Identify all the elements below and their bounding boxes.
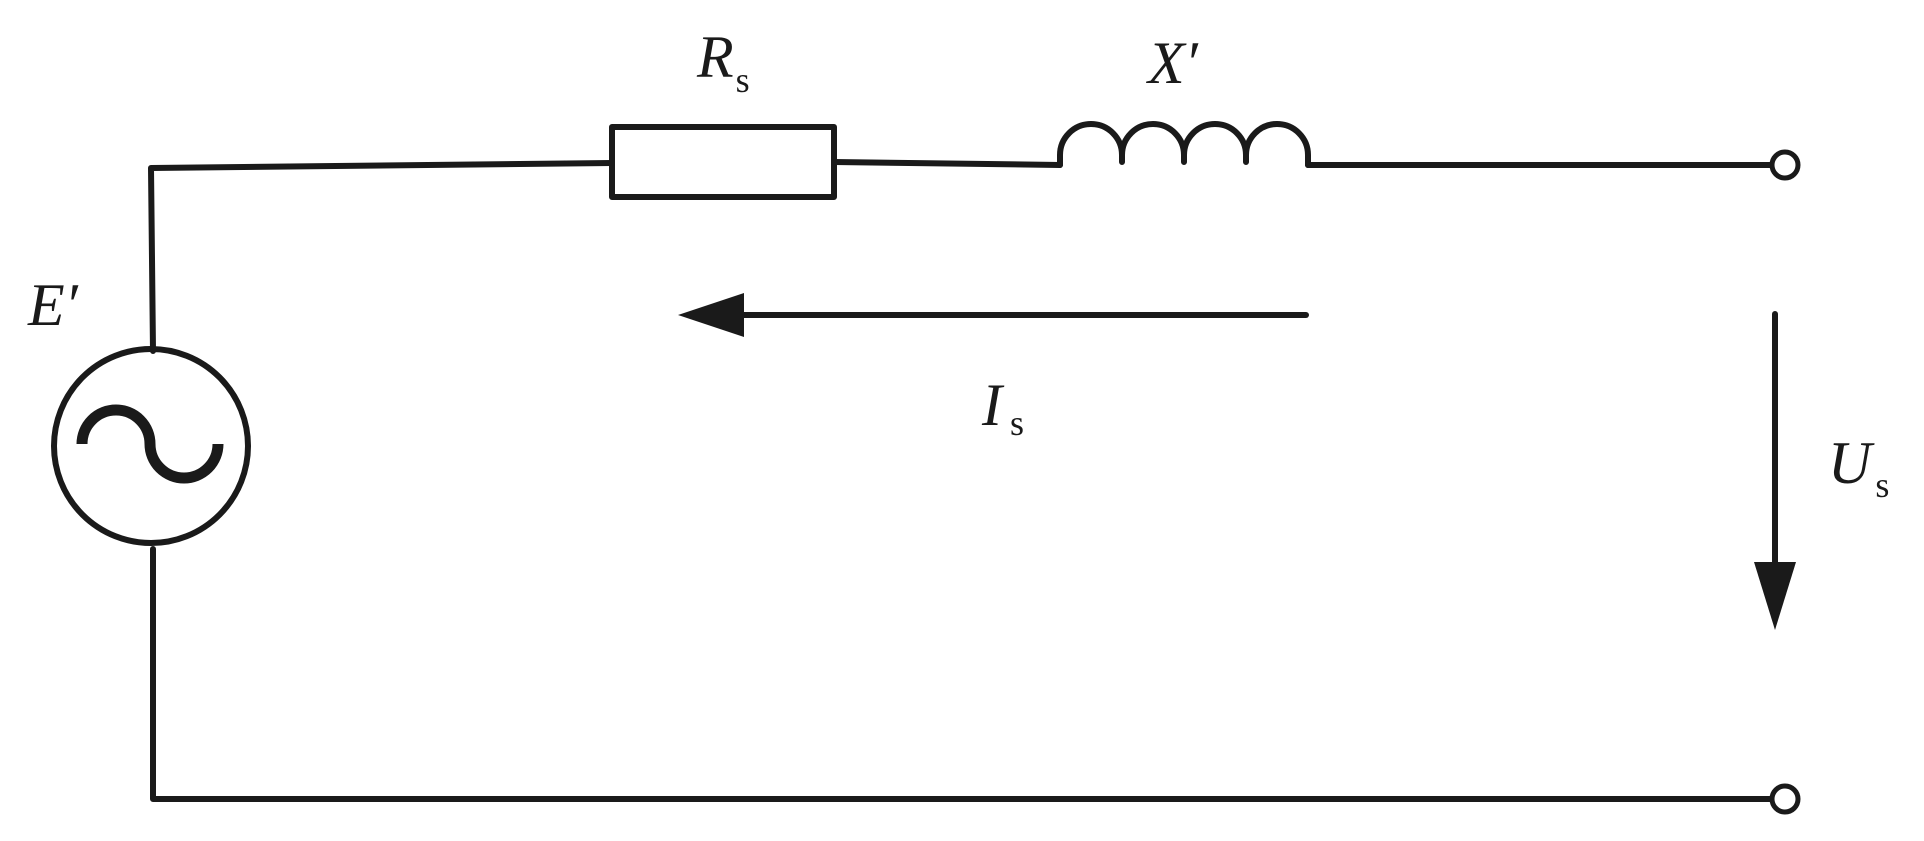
current-label-main: I — [981, 372, 1005, 438]
voltage-label-sub: s — [1875, 465, 1889, 505]
wire-top-middle — [831, 159, 1063, 168]
ac-voltage-source-icon — [51, 346, 251, 546]
current-label-sub: s — [1010, 403, 1024, 443]
arrow-left-icon — [678, 293, 744, 337]
terminal-bottom-icon — [1769, 783, 1801, 815]
source-label: E′ — [27, 272, 79, 338]
resistor-label-main: R — [696, 24, 734, 90]
inductor-label: X′ — [1146, 30, 1199, 96]
wire-top-left — [148, 160, 615, 354]
terminal-top-icon — [1769, 149, 1801, 181]
voltage-label-main: U — [1828, 430, 1875, 496]
resistor-label-sub: s — [736, 60, 750, 100]
resistor-label: Rs — [696, 24, 750, 100]
resistor-icon — [609, 124, 837, 200]
sine-wave-icon — [76, 404, 224, 484]
inductor-coil-icon — [1057, 121, 1311, 168]
wire-bottom — [150, 546, 1774, 802]
arrow-down-icon — [1754, 562, 1796, 630]
